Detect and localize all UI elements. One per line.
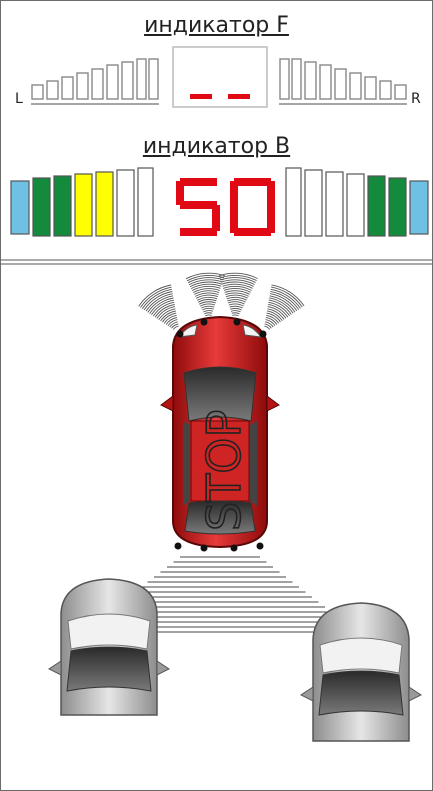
- indicator-f-segment-right: [228, 94, 250, 99]
- indicator-b-left-bars: [11, 168, 153, 236]
- indicator-f-left-bars: [32, 59, 158, 99]
- indicator-b-digit-5: [176, 178, 220, 236]
- indicator-f-right-letter: R: [411, 91, 421, 107]
- indicator-f: [31, 47, 407, 107]
- indicator-f-left-letter: L: [15, 91, 23, 107]
- indicator-b-right-bars: [286, 168, 428, 236]
- grey-car-right: [301, 603, 421, 741]
- grey-car-left: [49, 579, 169, 715]
- car-stop-label: STOP: [197, 410, 251, 531]
- indicator-b: [11, 168, 428, 236]
- indicator-b-digit-0: [230, 178, 275, 236]
- indicator-f-right-bars: [280, 59, 406, 99]
- indicator-f-display-frame: [173, 47, 267, 107]
- indicator-f-segment-left: [190, 94, 212, 99]
